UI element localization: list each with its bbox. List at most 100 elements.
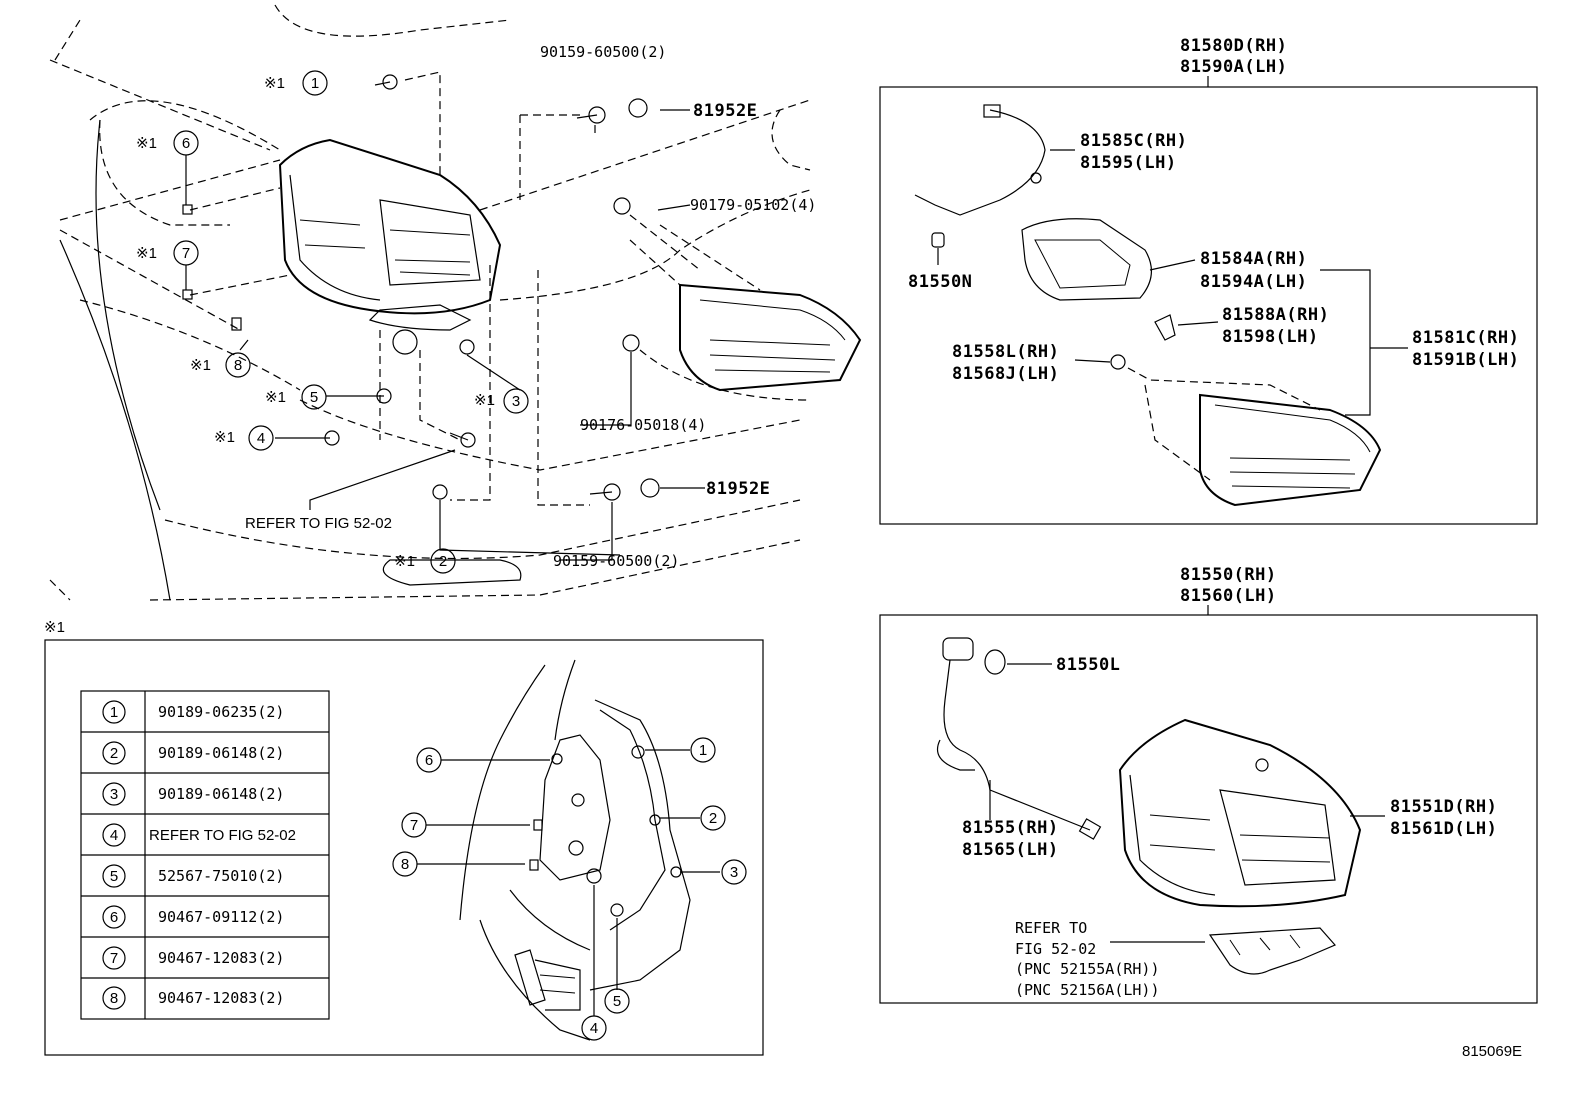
svg-text:3: 3	[512, 393, 520, 410]
table-row: 5 52567-75010(2)	[102, 864, 284, 888]
svg-text:REFER TO FIG 52-02: REFER TO FIG 52-02	[149, 827, 296, 844]
svg-text:5: 5	[310, 389, 318, 406]
svg-text:90189-06235(2): 90189-06235(2)	[158, 703, 284, 721]
callout-7: ※1 7	[136, 240, 199, 266]
callout-3: ※1 3	[474, 388, 529, 414]
main-labels: 90159-60500(2) 81952E 90179-05102(4) 901…	[245, 43, 816, 570]
svg-text:5: 5	[613, 993, 621, 1010]
svg-text:3: 3	[730, 864, 738, 881]
inner-socket-rh: 81558L(RH)	[952, 342, 1059, 362]
svg-text:7: 7	[110, 950, 118, 967]
rear-combination-lamp-outer	[278, 138, 502, 355]
svg-text:8: 8	[401, 856, 409, 873]
detail-callout-1: 1	[690, 737, 716, 763]
detail-callout-6: 6	[416, 747, 442, 773]
inner-bracket-rh: 81588A(RH)	[1222, 305, 1329, 325]
inner-lens-lh: 81594A(LH)	[1200, 272, 1307, 292]
svg-text:6: 6	[182, 135, 190, 152]
outer-lamp-assembly: 81550(RH) 81560(LH) 81550L 81555(RH) 815…	[879, 565, 1538, 1004]
label-refer-fig: REFER TO FIG 52-02	[245, 515, 392, 532]
table-row: 7 90467-12083(2)	[102, 946, 284, 970]
fastener-glyphs	[182, 74, 660, 501]
svg-text:8: 8	[110, 990, 118, 1007]
inner-lens-rh: 81584A(RH)	[1200, 249, 1307, 269]
inner-wire-rh: 81585C(RH)	[1080, 131, 1187, 151]
outer-assy-lh: 81561D(LH)	[1390, 819, 1497, 839]
svg-text:3: 3	[110, 786, 118, 803]
detail-callouts: 6 1 7 2 8 3 5 4	[392, 737, 747, 1041]
inner-header-lh: 81590A(LH)	[1180, 57, 1287, 77]
inner-header-rh: 81580D(RH)	[1180, 36, 1287, 56]
outer-header-lh: 81560(LH)	[1180, 586, 1277, 606]
table-row: 3 90189-06148(2)	[102, 782, 284, 806]
callout-8: ※1 8	[190, 352, 251, 378]
label-nut-05102: 90179-05102(4)	[690, 196, 816, 214]
outer-refer-2: FIG 52-02	[1015, 940, 1096, 958]
detail-callout-7: 7	[401, 812, 427, 838]
outer-assy-rh: 81551D(RH)	[1390, 797, 1497, 817]
detail-callout-4: 4	[581, 1015, 607, 1041]
svg-text:90467-09112(2): 90467-09112(2)	[158, 908, 284, 926]
label-bolt-bottom: 90159-60500(2)	[553, 552, 679, 570]
detail-box-frame	[44, 639, 764, 1056]
inner-assy-rh: 81581C(RH)	[1412, 328, 1519, 348]
callout-1: ※1 1	[264, 70, 328, 96]
outer-wire-lh: 81565(LH)	[962, 840, 1059, 860]
inner-wire-lh: 81595(LH)	[1080, 153, 1177, 173]
table-row: 6 90467-09112(2)	[102, 905, 284, 929]
svg-text:90189-06148(2): 90189-06148(2)	[158, 785, 284, 803]
label-plug-bottom: 81952E	[706, 479, 770, 499]
svg-text:※1: ※1	[190, 357, 211, 374]
svg-text:7: 7	[410, 817, 418, 834]
main-exploded-view	[49, 4, 862, 601]
svg-text:※1: ※1	[265, 389, 286, 406]
inner-lamp-assembly: 81580D(RH) 81590A(LH) 81585C(RH) 81595(L…	[879, 36, 1538, 525]
main-callouts: ※1 1 ※1 6 ※1 7 ※1 8 ※1 5 ※1 4	[136, 70, 529, 574]
label-bolt-top: 90159-60500(2)	[540, 43, 666, 61]
callout-4: ※1 4	[214, 425, 274, 451]
outer-header-rh: 81550(RH)	[1180, 565, 1277, 585]
svg-text:4: 4	[110, 827, 118, 844]
inner-socket-lh: 81568J(LH)	[952, 364, 1059, 384]
table-row: 8 90467-12083(2)	[102, 986, 284, 1010]
callout-6: ※1 6	[136, 130, 199, 156]
outer-lamp-box	[879, 614, 1538, 1004]
outer-bulb: 81550L	[1056, 655, 1120, 675]
detail-callout-5: 5	[604, 988, 630, 1014]
svg-text:1: 1	[110, 704, 118, 721]
table-row: 4 REFER TO FIG 52-02	[102, 823, 296, 847]
figure-id: 815069E	[1462, 1043, 1522, 1060]
svg-text:※1: ※1	[214, 429, 235, 446]
svg-text:1: 1	[699, 742, 707, 759]
outer-refer-1: REFER TO	[1015, 919, 1087, 937]
table-row: 1 90189-06235(2)	[102, 700, 284, 724]
svg-text:90189-06148(2): 90189-06148(2)	[158, 744, 284, 762]
svg-text:※1: ※1	[136, 135, 157, 152]
fastener-table: 1 90189-06235(2) 2 90189-06148(2) 3 9018…	[80, 690, 330, 1020]
callout-2: ※1 2	[394, 548, 456, 574]
svg-text:※1: ※1	[474, 392, 495, 409]
outer-refer-4: (PNC 52156A(LH))	[1015, 981, 1160, 999]
svg-text:※1: ※1	[264, 75, 285, 92]
svg-text:6: 6	[110, 909, 118, 926]
inner-lamp-box	[879, 86, 1538, 525]
callout-5: ※1 5	[265, 384, 327, 410]
svg-text:8: 8	[234, 357, 242, 374]
detail-callout-2: 2	[700, 805, 726, 831]
svg-text:52567-75010(2): 52567-75010(2)	[158, 867, 284, 885]
detail-callout-8: 8	[392, 851, 418, 877]
detail-box: ※1 1 90189-06235(2) 2 90189-06148(2)	[44, 619, 764, 1056]
svg-text:2: 2	[709, 810, 717, 827]
detail-title: ※1	[44, 619, 65, 636]
svg-text:4: 4	[590, 1020, 598, 1037]
svg-text:5: 5	[110, 868, 118, 885]
svg-text:※1: ※1	[394, 553, 415, 570]
svg-text:2: 2	[439, 553, 447, 570]
inner-bracket-lh: 81598(LH)	[1222, 327, 1319, 347]
svg-text:1: 1	[311, 75, 319, 92]
inner-bulb: 81550N	[908, 272, 972, 292]
inner-assy-lh: 81591B(LH)	[1412, 350, 1519, 370]
label-clip-05018: 90176-05018(4)	[580, 416, 706, 434]
svg-text:2: 2	[110, 745, 118, 762]
